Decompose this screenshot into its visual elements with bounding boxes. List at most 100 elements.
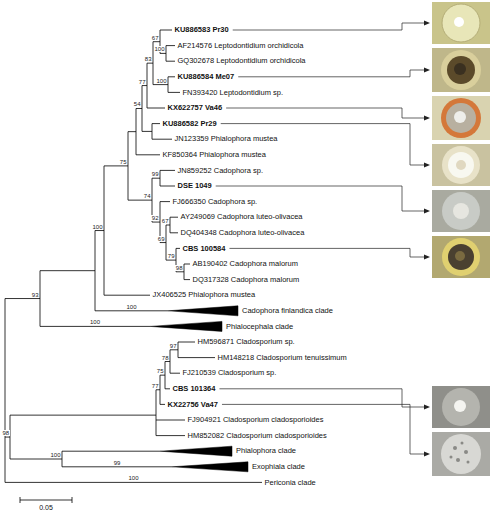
- taxon-label: FJ210539 Cladosporium sp.: [183, 369, 277, 377]
- taxon-label: DSE 1049: [178, 182, 212, 190]
- clade-label: Phialophora clade: [236, 447, 296, 455]
- bootstrap-value: 77: [151, 383, 159, 389]
- bootstrap-value: 77: [138, 79, 146, 85]
- branch: [136, 108, 137, 154]
- branch: [166, 46, 167, 62]
- bootstrap-value: 74: [143, 193, 151, 199]
- branch: [165, 388, 170, 389]
- culture-photo: [432, 190, 490, 232]
- branch: [153, 84, 168, 85]
- branch: [95, 231, 96, 311]
- branch: [62, 451, 160, 452]
- branch: [152, 123, 160, 124]
- bootstrap-value: 69: [157, 236, 165, 242]
- taxon-label: DQ404348 Cadophora luteo-olivacea: [181, 229, 305, 237]
- culture-photo: [432, 96, 490, 140]
- bootstrap-value: 100: [50, 452, 61, 458]
- branch: [152, 178, 160, 179]
- branch: [166, 45, 175, 46]
- branch: [166, 225, 170, 226]
- branch: [136, 108, 142, 109]
- taxon-label: JX406525 Phialophora mustea: [153, 291, 256, 299]
- taxon-label: KX622757 Va46: [168, 104, 223, 112]
- branch: [184, 279, 190, 280]
- branch: [176, 248, 180, 249]
- leader-arrow: [238, 70, 426, 77]
- branch: [168, 77, 169, 93]
- taxon-label: JN859252 Cadophora sp.: [178, 167, 263, 175]
- culture-photo: [432, 432, 490, 476]
- bootstrap-value: 83: [144, 56, 152, 62]
- culture-photo: [432, 144, 490, 186]
- taxon-label: HM852082 Cladosporium cladosporioides: [188, 432, 327, 440]
- collapsed-clade: [172, 462, 248, 472]
- branch: [170, 217, 171, 233]
- branch: [178, 357, 215, 358]
- branch: [142, 86, 143, 132]
- branch: [5, 299, 6, 483]
- taxon-label: KU886584 Me07: [178, 73, 235, 81]
- arrow-head: [424, 209, 430, 214]
- branch: [160, 170, 161, 186]
- culture-photo: [432, 386, 490, 428]
- taxon-label: FJ904921 Cladosporium cladosporioides: [188, 416, 324, 424]
- collapsed-clade: [168, 306, 238, 316]
- branch: [168, 76, 175, 77]
- taxon-label: KU886583 Pr30: [175, 26, 229, 34]
- arrow-head: [424, 68, 430, 73]
- bootstrap-value: 75: [156, 368, 164, 374]
- bootstrap-value: 67: [161, 218, 169, 224]
- taxon-label: HM148218 Cladosporium tenuissimum: [218, 354, 347, 362]
- taxon-label: GQ302678 Leptodontidium orchidicola: [178, 57, 306, 65]
- taxon-label: KF850364 Phialophora mustea: [163, 151, 266, 159]
- bootstrap-value: 97: [169, 343, 177, 349]
- branch: [95, 230, 104, 231]
- branch: [156, 435, 185, 436]
- bootstrap-value: 79: [167, 253, 175, 259]
- taxon-label: CBS 100584: [183, 245, 226, 253]
- branch: [160, 30, 172, 31]
- bootstrap-value: 99: [151, 171, 159, 177]
- branch: [165, 362, 166, 389]
- branch: [170, 349, 178, 350]
- taxon-label: Periconia clade: [265, 479, 316, 487]
- branch: [128, 131, 136, 132]
- culture-photo: [432, 236, 490, 278]
- clade-label: Phialocephala clade: [226, 323, 293, 331]
- branch: [104, 295, 150, 296]
- branch: [184, 264, 190, 265]
- branch: [142, 85, 147, 86]
- arrow-head: [424, 255, 430, 260]
- leader-arrow: [222, 404, 426, 454]
- branch: [160, 186, 175, 187]
- taxon-label: AB190402 Cadophora malorum: [193, 260, 298, 268]
- branch: [142, 131, 152, 132]
- branch: [170, 232, 178, 233]
- branch: [170, 373, 180, 374]
- branch: [178, 342, 179, 358]
- branch: [104, 166, 105, 295]
- scale-bar: [20, 497, 72, 503]
- branch: [152, 139, 172, 140]
- bootstrap-value: 75: [119, 159, 127, 165]
- branch: [156, 420, 185, 421]
- clade-label: Cadophora finlandica clade: [242, 307, 333, 315]
- taxon-label: CBS 101364: [173, 385, 216, 393]
- branch: [5, 298, 40, 299]
- arrow-head: [424, 163, 430, 168]
- branch: [152, 222, 160, 223]
- branch: [160, 53, 166, 54]
- bootstrap-value: 100: [156, 78, 167, 84]
- branch: [184, 264, 185, 280]
- branch: [156, 389, 160, 390]
- branch: [170, 217, 178, 218]
- branch: [104, 165, 128, 166]
- branch: [166, 260, 176, 261]
- culture-photo: [432, 2, 490, 44]
- branch: [128, 200, 152, 201]
- bootstrap-value: 99: [113, 460, 121, 466]
- branch: [62, 451, 63, 467]
- branch: [178, 342, 195, 343]
- branch: [165, 361, 170, 362]
